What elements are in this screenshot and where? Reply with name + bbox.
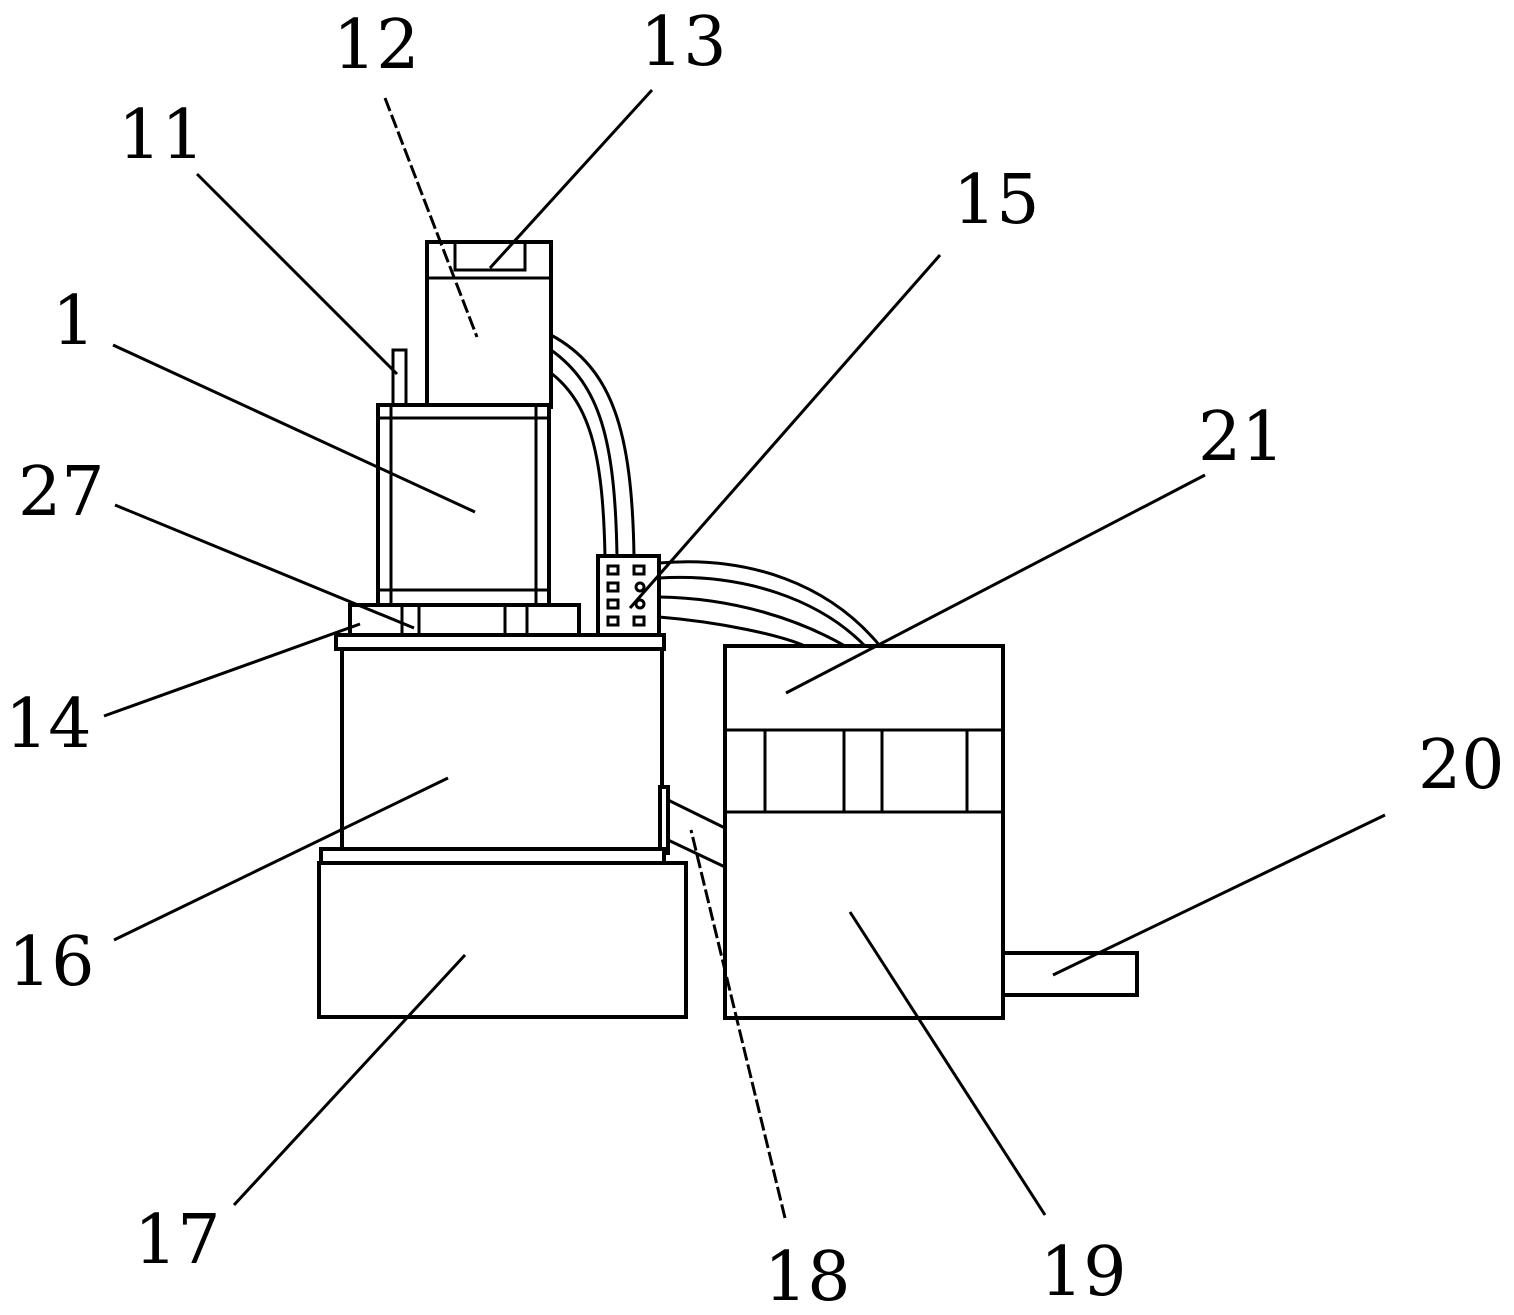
callout-13: 13 — [640, 3, 727, 82]
callout-20: 20 — [1418, 726, 1505, 805]
callout-16: 16 — [8, 923, 95, 1002]
callout-19: 19 — [1040, 1233, 1127, 1312]
leader-lines — [103, 88, 1386, 1219]
top-slot-13 — [453, 240, 527, 272]
main-housing-16 — [334, 633, 670, 855]
control-panel-15 — [596, 554, 661, 637]
bottom-base-17 — [317, 847, 688, 1019]
callout-21: 21 — [1198, 398, 1285, 477]
callout-17: 17 — [134, 1201, 221, 1280]
callout-18: 18 — [764, 1238, 851, 1315]
callout-14: 14 — [5, 685, 92, 764]
rod-11 — [391, 348, 408, 409]
callout-1: 1 — [52, 282, 95, 361]
callout-labels: 1 11 12 13 14 15 16 17 18 19 20 21 27 — [5, 3, 1505, 1315]
callout-12: 12 — [333, 6, 420, 85]
base-plate-14-27 — [348, 603, 581, 638]
right-device-19-21 — [723, 644, 1005, 1020]
callout-11: 11 — [118, 96, 205, 175]
upper-unit-12 — [425, 240, 553, 409]
cables — [550, 333, 882, 869]
callout-27: 27 — [18, 453, 105, 532]
callout-15: 15 — [953, 161, 1040, 240]
outlet-pipe-20 — [1001, 951, 1139, 997]
frame-1 — [376, 403, 551, 607]
